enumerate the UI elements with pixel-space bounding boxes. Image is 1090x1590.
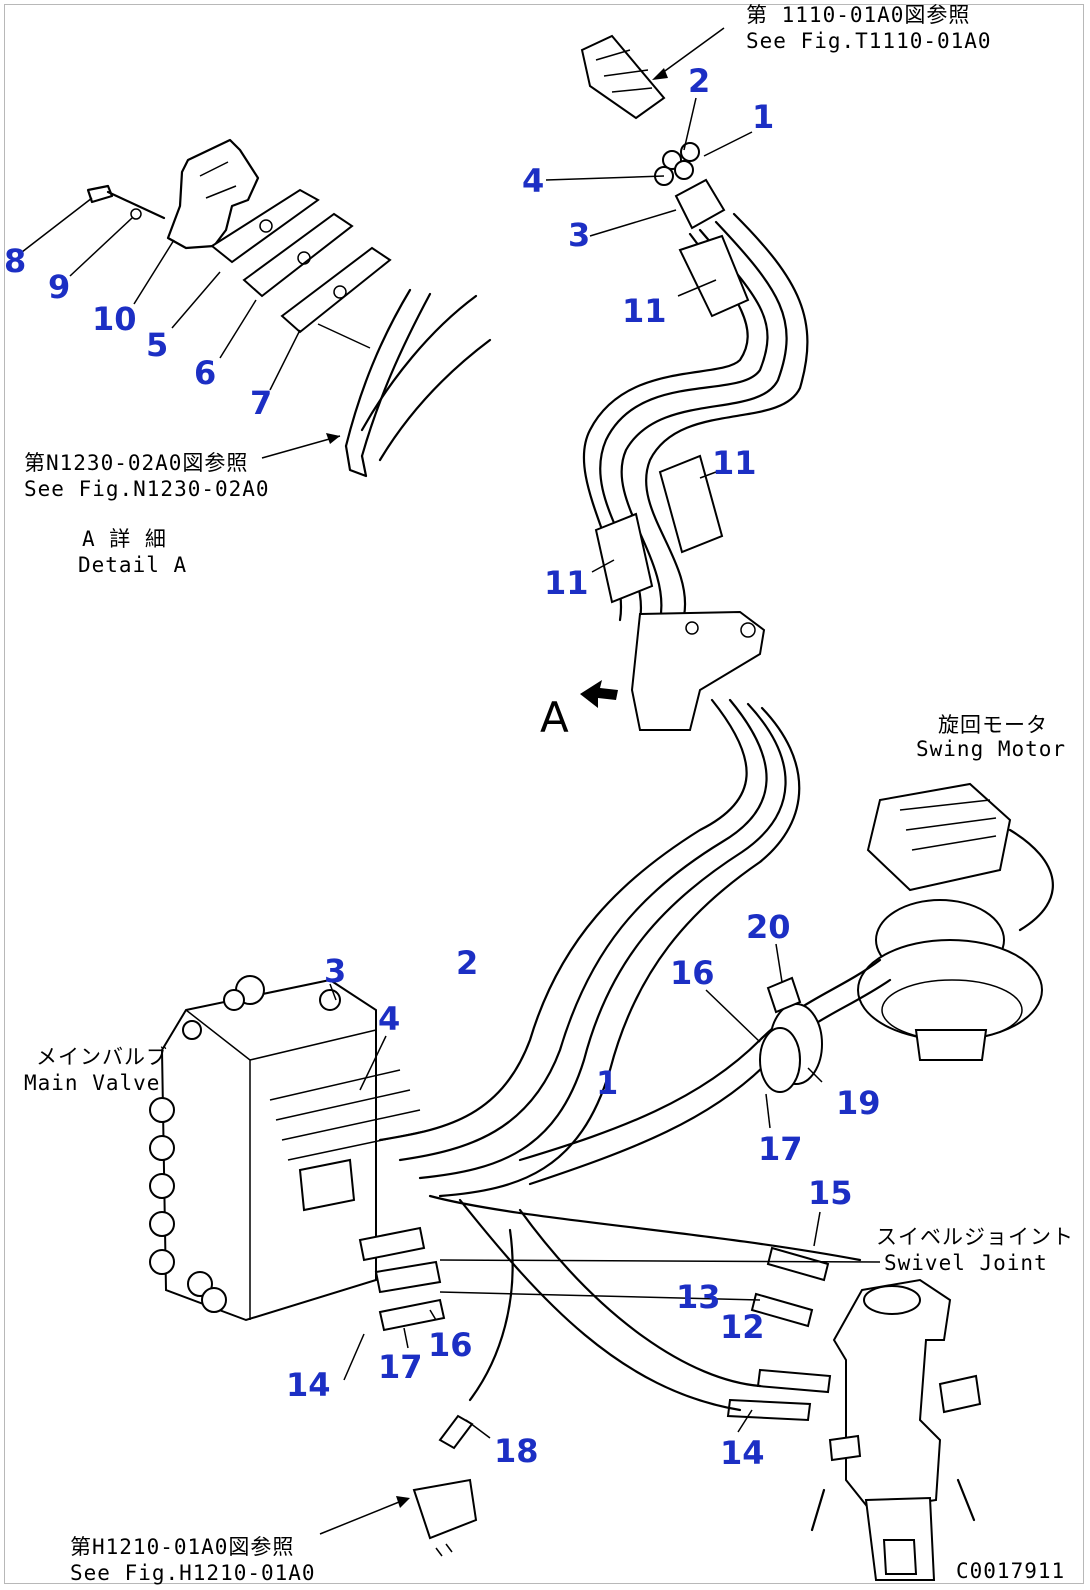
callout-19: 19 xyxy=(836,1084,881,1122)
top-reference-en: See Fig.T1110-01A0 xyxy=(746,29,992,53)
detail-a-assembly xyxy=(21,138,492,478)
callout-8: 8 xyxy=(4,242,26,280)
callout-11-c: 11 xyxy=(544,564,589,602)
callout-2-mid: 2 xyxy=(456,944,478,982)
bottom-reference-en: See Fig.H1210-01A0 xyxy=(70,1561,316,1585)
callout-1-top: 1 xyxy=(752,98,774,136)
callout-14-right: 14 xyxy=(720,1434,765,1472)
callout-13: 13 xyxy=(676,1278,721,1316)
callout-3-top: 3 xyxy=(568,216,590,254)
view-letter-a: A xyxy=(540,693,569,742)
drawing-code: C0017911 xyxy=(956,1559,1065,1583)
callout-4-top: 4 xyxy=(522,162,544,200)
callout-1-mid: 1 xyxy=(596,1064,618,1102)
swing-motor xyxy=(518,782,1054,1186)
callout-20: 20 xyxy=(746,908,791,946)
callout-5: 5 xyxy=(146,326,168,364)
callout-7: 7 xyxy=(250,384,272,422)
callout-12: 12 xyxy=(720,1308,765,1346)
swivel-joint xyxy=(319,1194,982,1581)
swivel-joint-label-en: Swivel Joint xyxy=(884,1251,1048,1275)
callout-9: 9 xyxy=(48,268,70,306)
detail-reference-en: See Fig.N1230-02A0 xyxy=(24,477,270,501)
callout-16-right: 16 xyxy=(670,954,715,992)
callout-10: 10 xyxy=(92,300,137,338)
swivel-joint-label-jp: スイベルジョイント xyxy=(876,1225,1074,1249)
callout-2-top: 2 xyxy=(688,62,710,100)
callout-16-left: 16 xyxy=(428,1326,473,1364)
bottom-reference-jp: 第H1210-01A0図参照 xyxy=(70,1535,294,1559)
main-valve xyxy=(149,975,446,1381)
main-valve-label-jp: メインバルブ xyxy=(36,1045,168,1069)
callout-17-right: 17 xyxy=(758,1130,803,1168)
callout-4-valve: 4 xyxy=(378,1000,400,1038)
top-reference-jp: 第 1110-01A0図参照 xyxy=(746,3,970,27)
callout-numbers: 2 1 4 3 11 11 11 8 9 10 5 6 7 20 16 19 1… xyxy=(4,62,881,1472)
valve-spools xyxy=(149,1097,227,1313)
drawing-frame xyxy=(4,4,1084,1584)
swing-motor-label-jp: 旋回モータ xyxy=(938,713,1048,737)
upper-hose-assembly xyxy=(378,27,809,1198)
callout-18: 18 xyxy=(494,1432,539,1470)
callout-14-left: 14 xyxy=(286,1366,331,1404)
reference-labels: 第 1110-01A0図参照 See Fig.T1110-01A0 第N1230… xyxy=(24,3,1074,1585)
callout-15: 15 xyxy=(808,1174,853,1212)
callout-11-b: 11 xyxy=(712,444,757,482)
callout-3-valve: 3 xyxy=(324,952,346,990)
main-valve-label-en: Main Valve xyxy=(24,1071,160,1095)
swing-motor-label-en: Swing Motor xyxy=(916,737,1066,761)
callout-6: 6 xyxy=(194,354,216,392)
detail-a-title-en: Detail A xyxy=(78,553,187,577)
callout-11-a: 11 xyxy=(622,292,667,330)
callout-17-left: 17 xyxy=(378,1348,423,1386)
detail-a-title-jp: A 詳 細 xyxy=(82,527,167,551)
detail-reference-jp: 第N1230-02A0図参照 xyxy=(24,451,248,475)
